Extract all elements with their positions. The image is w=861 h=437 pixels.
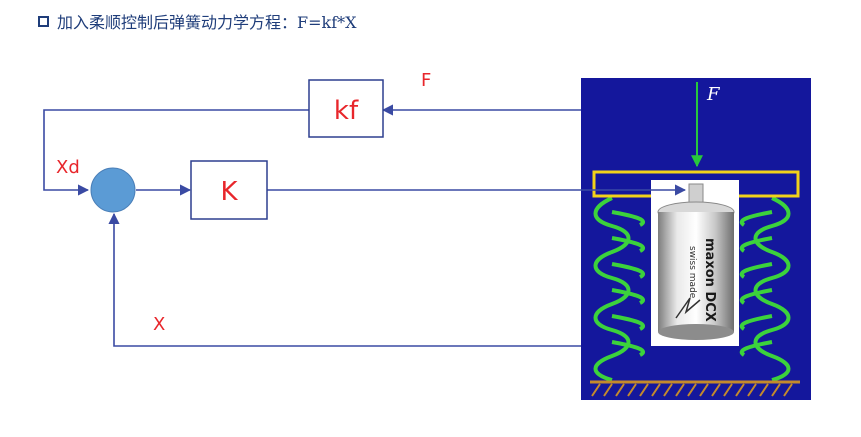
spring-motor-illustration: F maxon DCX swiss made (581, 78, 811, 400)
maxon-motor-image: maxon DCX swiss made (651, 180, 739, 346)
kf-block (308, 79, 384, 138)
square-bullet-icon (38, 15, 49, 27)
control-block-diagram (43, 104, 687, 347)
K-block (190, 160, 268, 220)
heading-text: 加入柔顺控制后弹簧动力学方程：F=kf*X (57, 13, 357, 32)
signal-Xd-label: Xd (56, 157, 80, 178)
force-label-F: F (706, 84, 721, 105)
motor-brand-text: maxon DCX (702, 238, 717, 322)
kf-output-line (43, 109, 310, 196)
K-block-label: K (220, 177, 238, 207)
signal-F-label: F (421, 70, 431, 91)
kf-block-label: kf (334, 96, 359, 126)
position-feedback-line (108, 212, 581, 347)
spring-coils (593, 196, 791, 382)
motor-sub-text: swiss made (687, 246, 697, 299)
summing-junction (90, 167, 136, 213)
ground (590, 380, 800, 397)
heading: 加入柔顺控制后弹簧动力学方程：F=kf*X (38, 8, 357, 34)
signal-X-label: X (153, 314, 165, 335)
